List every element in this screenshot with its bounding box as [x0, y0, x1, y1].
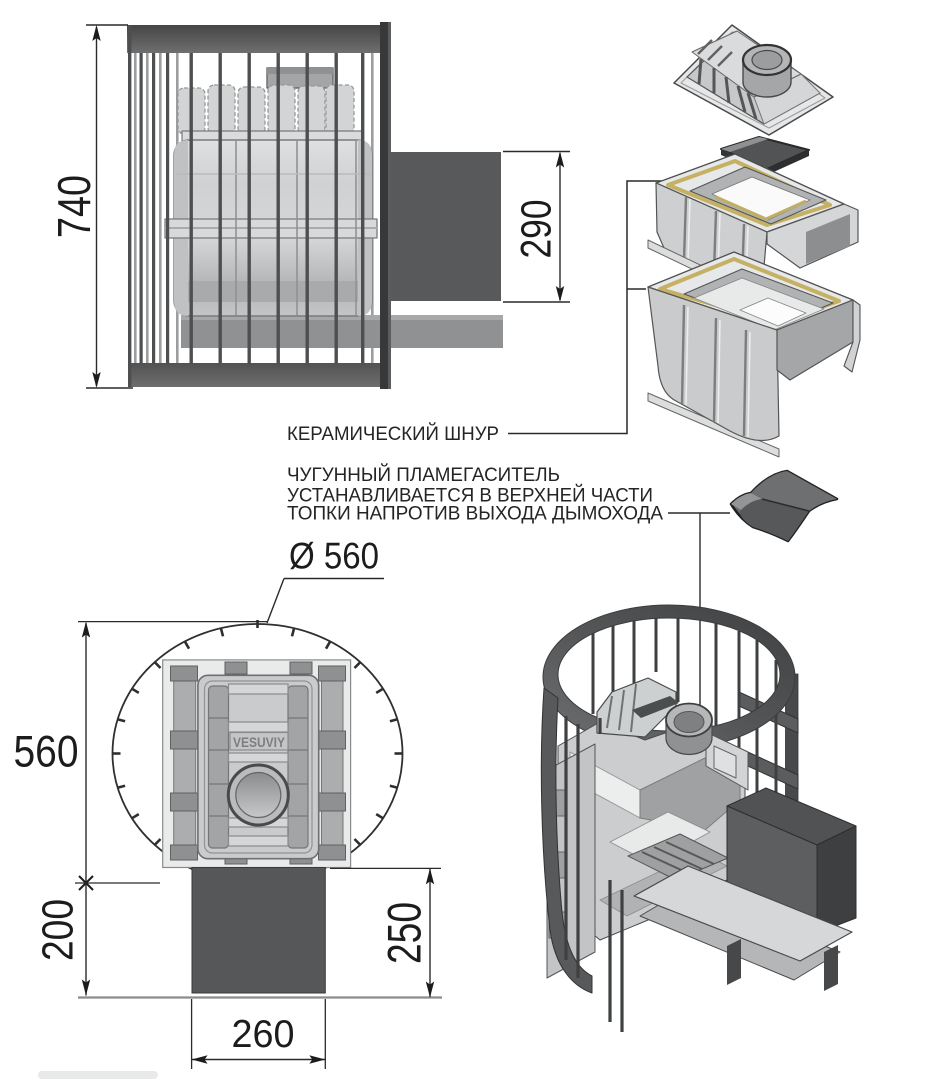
- svg-text:УСТАНАВЛИВАЕТСЯ В ВЕРХНЕЙ ЧАСТ: УСТАНАВЛИВАЕТСЯ В ВЕРХНЕЙ ЧАСТИ: [287, 485, 653, 507]
- svg-text:ТОПКИ НАПРОТИВ ВЫХОДА ДЫМОХОДА: ТОПКИ НАПРОТИВ ВЫХОДА ДЫМОХОДА: [287, 504, 663, 525]
- svg-text:ЧУГУННЫЙ ПЛАМЕГАСИТЕЛЬ: ЧУГУННЫЙ ПЛАМЕГАСИТЕЛЬ: [287, 464, 560, 486]
- svg-text:Ø 560: Ø 560: [289, 536, 379, 577]
- svg-text:200: 200: [34, 899, 82, 961]
- svg-text:250: 250: [377, 902, 430, 964]
- svg-text:290: 290: [512, 200, 560, 259]
- svg-text:VESUVIY: VESUVIY: [233, 734, 286, 750]
- svg-text:260: 260: [232, 1013, 295, 1056]
- svg-text:КЕРАМИЧЕСКИЙ ШНУР: КЕРАМИЧЕСКИЙ ШНУР: [287, 423, 499, 445]
- svg-text:560: 560: [14, 728, 79, 777]
- svg-text:740: 740: [48, 175, 100, 238]
